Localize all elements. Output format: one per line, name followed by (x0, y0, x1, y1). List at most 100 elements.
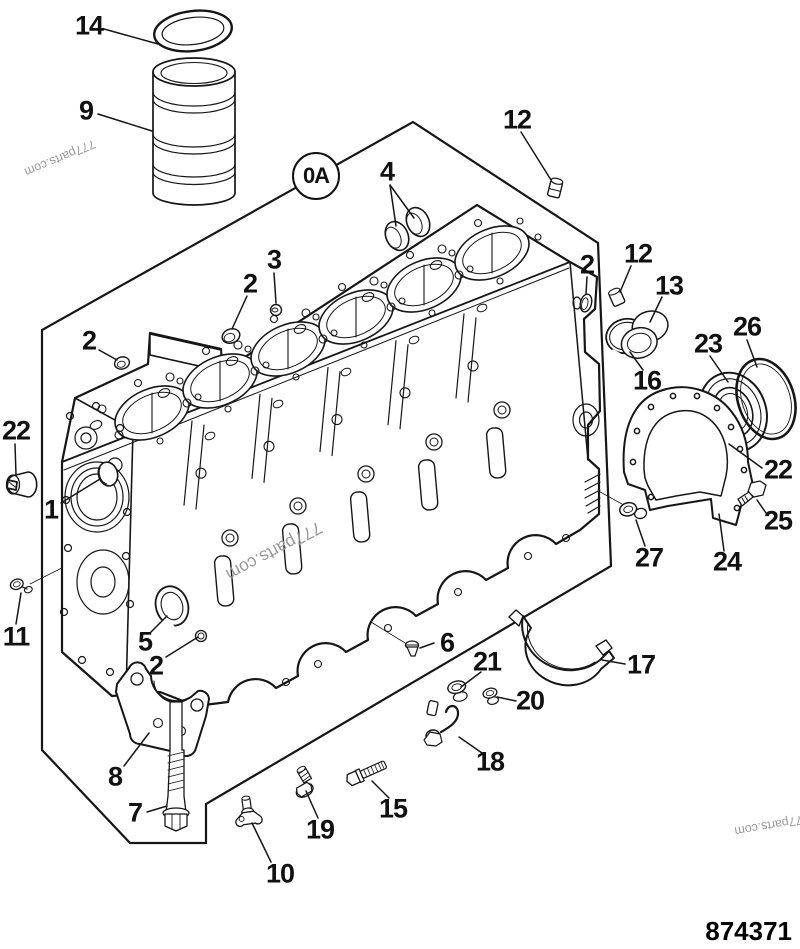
leader-line (756, 499, 767, 514)
part-sleeve-13 (620, 310, 669, 359)
callout-10: 10 (265, 858, 295, 889)
part-bolt-15 (346, 760, 387, 787)
leader-line (103, 28, 159, 45)
drawing-number: 874371 (705, 916, 792, 946)
part-cup-plug-2-left (113, 356, 131, 370)
callout-2: 2 (81, 325, 97, 356)
leader-line (635, 519, 646, 547)
callout-27: 27 (634, 542, 664, 573)
leader-line (728, 443, 763, 469)
leader-line (149, 615, 168, 634)
callout-19: 19 (305, 814, 335, 845)
part-cup-plug-1 (97, 461, 119, 487)
part-dowel-12-right (608, 287, 626, 307)
leader-line (458, 736, 483, 754)
leader-line (419, 642, 435, 649)
leader-line (520, 131, 552, 181)
part-thrust-bearing-17 (508, 609, 615, 687)
leader-line (60, 478, 101, 504)
part-jet-10 (235, 795, 263, 828)
leader-line (14, 443, 17, 476)
part-rear-seal-housing-24 (622, 386, 756, 526)
part-cup-plug-2-top (221, 327, 241, 345)
part-tube-18 (423, 700, 460, 747)
leader-line (649, 296, 663, 323)
callout-2: 2 (148, 650, 164, 681)
leader-line (251, 822, 272, 863)
callout-16: 16 (632, 365, 662, 396)
leader-line (15, 592, 22, 625)
part-plug-21 (447, 680, 468, 702)
callout-8: 8 (107, 761, 123, 792)
callout-4: 4 (379, 156, 395, 187)
leader-line (718, 513, 725, 552)
part-dowel-12-top (546, 177, 564, 199)
part-cup-plug-2-right (579, 293, 593, 313)
part-o-ring-26 (735, 357, 797, 441)
engine-block-silhouette (60, 203, 602, 708)
leader-line (619, 265, 632, 293)
part-cup-plug-2-mid (194, 629, 208, 643)
leader-line (460, 671, 482, 688)
callout-13: 13 (654, 270, 684, 301)
callout-2: 2 (242, 268, 258, 299)
callout-18: 18 (475, 746, 505, 777)
leader-line (746, 339, 758, 368)
leader-line (165, 636, 199, 658)
callout-25: 25 (763, 505, 793, 536)
leader-line (98, 349, 118, 361)
leader-line (496, 696, 517, 702)
part-plug-11 (9, 578, 33, 594)
part-o-ring-14 (153, 9, 233, 53)
leader-lines (14, 28, 767, 863)
leader-line (709, 355, 729, 383)
callout-15: 15 (378, 793, 408, 824)
callout-17: 17 (626, 649, 656, 680)
part-bolt-25 (737, 480, 767, 507)
callout-26: 26 (732, 311, 762, 342)
part-bushing-5 (154, 585, 190, 629)
loose-parts (5, 9, 797, 832)
callout-6: 6 (439, 627, 455, 658)
callout-3: 3 (266, 244, 282, 275)
callout-14: 14 (74, 10, 104, 41)
leader-line (389, 184, 397, 227)
part-plug-3 (269, 303, 283, 317)
callout-22: 22 (1, 415, 31, 446)
diagram-border-frame (40, 120, 613, 845)
leader-line (273, 272, 277, 304)
leader-line (123, 732, 150, 767)
callout-5: 5 (137, 626, 153, 657)
rear-face-details (572, 296, 601, 514)
part-plug-20 (482, 687, 499, 705)
callout-22: 22 (763, 454, 793, 485)
leader-line (629, 351, 644, 371)
leader-line (231, 295, 248, 330)
part-cylinder-liner-9 (152, 57, 236, 206)
leader-line (305, 790, 319, 819)
callout-24: 24 (712, 546, 742, 577)
callout-20: 20 (515, 685, 545, 716)
callout-23: 23 (693, 328, 723, 359)
callout-11: 11 (2, 621, 31, 652)
part-sensor-19 (295, 765, 314, 798)
part-plug-22-left (5, 471, 38, 498)
leader-line (389, 184, 415, 219)
part-bearing-cap-8 (115, 661, 210, 758)
leader-line (97, 113, 153, 132)
engine-block (59, 203, 602, 708)
callout-12: 12 (502, 104, 532, 135)
part-bolt-7 (162, 701, 190, 832)
leader-line (146, 805, 168, 813)
view-badge: 0A (292, 152, 340, 200)
left-end-face-details (59, 401, 135, 677)
leader-line (601, 659, 626, 665)
callout-9: 9 (78, 95, 94, 126)
part-plug-27 (619, 501, 648, 520)
callout-1: 1 (43, 494, 59, 525)
part-screw-6 (404, 640, 420, 657)
callout-12: 12 (623, 238, 653, 269)
callout-21: 21 (472, 646, 502, 677)
